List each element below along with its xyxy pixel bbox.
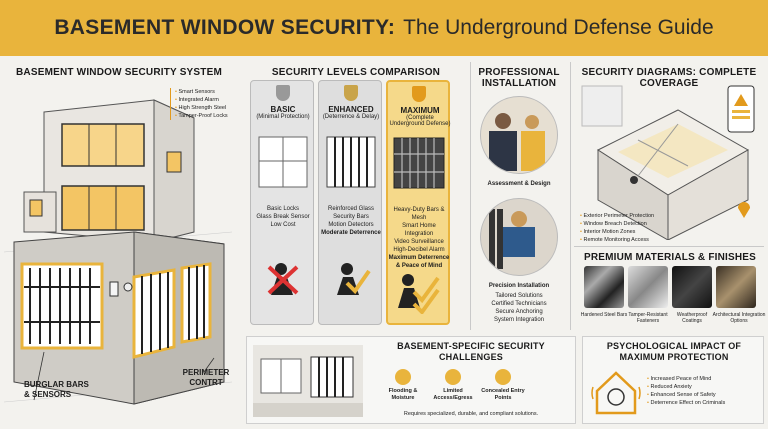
enhanced-window-image [326, 136, 376, 188]
level-enhanced: ENHANCED(Deterrence & Delay) Reinforced … [318, 80, 382, 325]
challenges-note: Requires specialized, durable, and compl… [403, 411, 539, 417]
diagram-legend-item: Window Breach Detection [580, 220, 690, 228]
install-step2: Precision Installation [488, 283, 550, 289]
installation-image [480, 198, 558, 276]
install-title: PROFESSIONAL INSTALLATION [478, 67, 560, 89]
diagram-legend-item: Interior Motion Zones [580, 228, 690, 236]
material-swatch-fasteners [628, 266, 668, 308]
level-feature: Smart Home Integration [402, 223, 436, 237]
label-burglar-bars: BURGLAR BARS & SENSORS [24, 380, 89, 399]
psych-item: Enhanced Sense of Safety [647, 391, 763, 399]
material-swatch-architectural [716, 266, 756, 308]
level-name: BASIC [270, 105, 296, 114]
burglar-denied-icon [267, 263, 299, 295]
level-feature: High-Decibel Alarm [393, 247, 445, 253]
banner-title-bold: BASEMENT WINDOW SECURITY: [54, 16, 396, 39]
psych-item: Reduced Anxiety [647, 383, 763, 391]
level-feature: Video Surveillance [394, 239, 444, 245]
material-label: Weatherproof Coatings [676, 312, 708, 324]
material-label: Architectural Integration Options [712, 312, 766, 324]
divider [570, 62, 571, 330]
challenges-title: BASEMENT-SPECIFIC SECURITY CHALLENGES [397, 341, 545, 362]
shield-icon [412, 86, 426, 102]
level-desc: (Minimal Protection) [256, 114, 310, 120]
install-detail: Tailored Solutions [495, 293, 543, 299]
divider [574, 246, 764, 247]
basement-window-image [253, 345, 363, 417]
diagram-legend-item: Remote Monitoring Access [580, 236, 690, 244]
door-icon [445, 369, 461, 385]
system-title: BASEMENT WINDOW SECURITY SYSTEM [15, 67, 223, 78]
level-feature: Glass Break Sensor [256, 214, 310, 220]
water-drop-icon [395, 369, 411, 385]
trophy-icon [495, 369, 511, 385]
shield-icon [276, 85, 290, 101]
psych-title: PSYCHOLOGICAL IMPACT OF MAXIMUM PROTECTI… [606, 341, 742, 362]
diagrams-title: SECURITY DIAGRAMS: COMPLETE COVERAGE [581, 67, 757, 89]
system-feature: Tamper-Proof Locks [175, 112, 245, 120]
psych-panel: PSYCHOLOGICAL IMPACT OF MAXIMUM PROTECTI… [582, 336, 764, 424]
house-illustration [4, 99, 232, 405]
house-brain-icon [591, 371, 641, 415]
basic-window-image [258, 136, 308, 188]
level-maximum: MAXIMUM(Complete Underground Defense) He… [386, 80, 451, 325]
level-desc: (Complete Underground Defense) [389, 115, 451, 127]
install-detail: Certified Technicians [491, 301, 547, 307]
install-detail: System Integration [493, 317, 545, 323]
maximum-window-image [393, 137, 445, 189]
material-label: Tamper-Resistant Fasteners [628, 312, 668, 324]
level-feature: Heavy-Duty Bars & Mesh [393, 207, 445, 221]
challenge-item: Flooding & Moisture [388, 388, 418, 401]
level-feature: Motion Detectors [328, 222, 374, 228]
challenge-item: Concealed Entry Points [481, 388, 525, 401]
install-step1: Assessment & Design [487, 181, 551, 187]
burglar-double-check-icon [398, 274, 440, 314]
system-feature: High Strength Steel [175, 104, 245, 112]
material-label: Hardened Steel Bars [580, 312, 628, 318]
levels-title: SECURITY LEVELS COMPARISON [271, 67, 441, 78]
material-swatch-steel [584, 266, 624, 308]
install-details: Tailored Solutions Certified Technicians… [474, 292, 564, 324]
system-feature-callout: Smart Sensors Integrated Alarm High Stre… [170, 88, 245, 120]
psych-item: Deterrence Effect on Criminals [647, 399, 763, 407]
level-feature: Basic Locks [266, 206, 299, 212]
level-basic: BASIC(Minimal Protection) Basic Locks Gl… [250, 80, 314, 325]
materials-title: PREMIUM MATERIALS & FINISHES [583, 252, 757, 263]
diagram-legend-item: Exterior Perimeter Protection [580, 212, 690, 220]
level-feature-bold: Maximum Deterrence [388, 255, 450, 261]
divider [470, 62, 471, 330]
assessment-image [480, 96, 558, 174]
shield-icon [344, 85, 358, 101]
diagram-legend: Exterior Perimeter Protection Window Bre… [580, 212, 690, 244]
material-swatch-coating [672, 266, 712, 308]
level-name: ENHANCED [328, 105, 374, 114]
psych-item: Increased Peace of Mind [647, 375, 763, 383]
level-feature-bold: & Peace of Mind [395, 263, 443, 269]
level-name: MAXIMUM [400, 106, 440, 115]
install-detail: Secure Anchoring [495, 309, 543, 315]
system-feature: Integrated Alarm [175, 96, 245, 104]
level-feature: Security Bars [333, 214, 369, 220]
system-feature: Smart Sensors [175, 88, 245, 96]
banner-title-rest: The Underground Defense Guide [403, 16, 714, 39]
challenge-item: Limited Access/Egress [433, 388, 473, 401]
level-feature-bold: Moderate Deterrence [321, 230, 381, 236]
title-banner: BASEMENT WINDOW SECURITY: The Undergroun… [0, 0, 768, 56]
burglar-check-icon [337, 263, 371, 295]
level-feature: Low Cost [270, 222, 296, 228]
level-feature: Reinforced Glass [327, 206, 375, 212]
label-perimeter: PERIMETER CONTRT [182, 368, 230, 387]
challenges-panel: BASEMENT-SPECIFIC SECURITY CHALLENGES Fl… [246, 336, 576, 424]
level-desc: (Deterrence & Delay) [322, 114, 380, 120]
